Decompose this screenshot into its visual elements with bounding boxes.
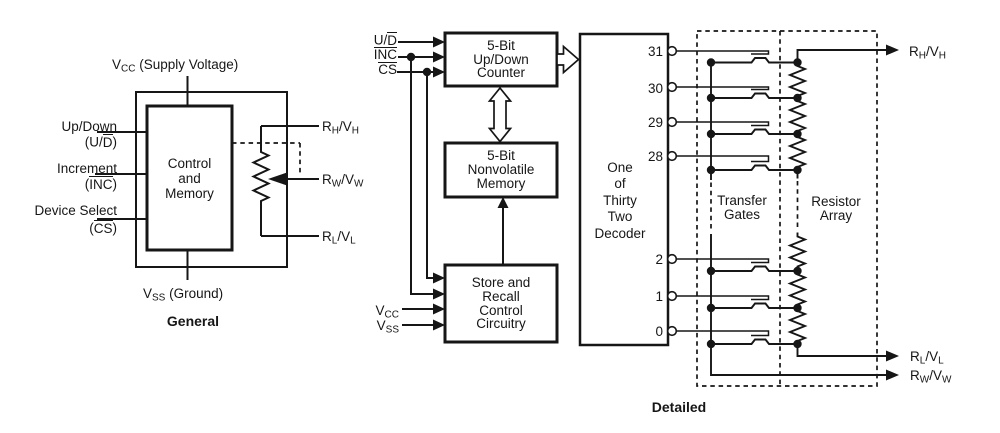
rl2-arrowhead <box>886 350 899 362</box>
rl2-pin-label: RL/VL <box>910 349 944 367</box>
decoder-label: One of Thirty Two Decoder <box>594 159 646 241</box>
decoder-output-circle-29 <box>666 116 678 128</box>
rh2-tap-wire <box>796 49 886 63</box>
transfer-gate-row-30 <box>676 86 802 103</box>
inc-input-label: INC <box>373 46 397 62</box>
transfer-gate-row-1 <box>676 295 802 313</box>
vss-ground-label: VSS (Ground) <box>143 286 224 304</box>
counter-label: 5-Bit Up/Down Counter <box>473 37 529 81</box>
decoder-output-0: 0 <box>655 324 663 339</box>
decoder-output-circle-2 <box>666 253 678 265</box>
potentiometer-resistor <box>251 126 271 236</box>
general-caption: General <box>166 313 220 329</box>
transfer-gate-row-0 <box>676 330 802 349</box>
inc-store-arrowhead <box>433 288 445 300</box>
ud-arrowhead <box>433 36 445 48</box>
vss2-label: VSS <box>376 318 399 336</box>
wiper-control-dashed-link <box>232 142 301 173</box>
vcc-supply-label: VCC (Supply Voltage) <box>112 57 239 75</box>
inc-arrowhead <box>433 51 445 63</box>
wiper-bus-bottom <box>710 234 886 376</box>
rw2-arrowhead <box>886 369 899 381</box>
counter-memory-bidir-arrow <box>487 86 513 143</box>
detailed-diagram-lines <box>397 30 899 387</box>
decoder-output-29: 29 <box>647 115 663 130</box>
counter-decoder-bus-arrow <box>556 44 580 75</box>
general-control-memory-box <box>145 104 234 252</box>
cs-branch-wire <box>426 72 434 279</box>
resistor-array-label: Resistor Array <box>811 194 861 223</box>
control-memory-label: Control and Memory <box>165 155 214 201</box>
rl2-tap-wire <box>796 344 886 357</box>
updown-pin-name: Up/Down <box>61 119 117 134</box>
rh2-arrowhead <box>886 44 899 56</box>
decoder-output-circle-1 <box>666 290 678 302</box>
rw2-pin-label: RW/VW <box>910 367 952 386</box>
transfer-gate-row-31 <box>676 50 802 67</box>
resistor-seg-5 <box>787 271 808 308</box>
resistor-seg-4 <box>787 232 808 271</box>
decoder-output-circle-28 <box>666 150 678 162</box>
resistor-seg-3 <box>787 134 808 170</box>
increment-pin-name: Increment <box>56 161 117 176</box>
decoder-output-1: 1 <box>655 289 663 304</box>
rh2-pin-label: RH/VH <box>909 43 946 62</box>
cs-input-label: CS <box>378 61 397 77</box>
general-diagram-lines <box>95 76 319 280</box>
decoder-box <box>578 32 670 347</box>
decoder-output-circle-31 <box>666 45 678 57</box>
store-recall-box <box>443 263 559 344</box>
decoder-output-30: 30 <box>647 80 663 96</box>
resistor-seg-6 <box>787 308 808 344</box>
cs-arrowhead <box>433 66 445 78</box>
transfer-gate-row-29 <box>676 121 802 139</box>
vss2-arrowhead <box>433 319 445 331</box>
wiper-arrow <box>268 172 287 186</box>
ud-input-label: U/D <box>373 32 397 48</box>
store-memory-arrowhead <box>497 197 509 208</box>
vcc2-arrowhead <box>433 303 445 315</box>
detailed-caption: Detailed <box>651 399 707 415</box>
memory-label: 5-Bit Nonvolatile Memory <box>467 148 535 191</box>
memory-box <box>443 141 559 199</box>
vcc2-label: VCC <box>375 302 399 321</box>
rl-pin-label: RL/VL <box>322 228 356 247</box>
device-select-pin-name: Device Select <box>34 203 117 218</box>
transfer-gate-row-2 <box>676 258 802 276</box>
sections-dashed-box <box>696 30 878 387</box>
inc-branch-wire <box>410 57 434 295</box>
decoder-output-28: 28 <box>647 149 663 164</box>
decoder-output-circle-0 <box>666 325 678 337</box>
rh-pin-label: RH/VH <box>322 118 359 137</box>
transfer-gate-row-28 <box>676 155 802 175</box>
decoder-output-2: 2 <box>655 252 663 267</box>
updown-pin-abbr: (U/D) <box>84 134 117 150</box>
increment-pin-abbr: (INC) <box>84 176 117 192</box>
resistor-seg-2 <box>787 98 808 134</box>
decoder-output-31: 31 <box>647 44 663 59</box>
device-select-pin-abbr: (CS) <box>89 220 117 236</box>
store-recall-label: Store and Recall Control Circuitry <box>471 274 531 332</box>
resistor-seg-1 <box>787 62 808 98</box>
cs-store-arrowhead <box>433 272 445 284</box>
transfer-gates-label: Transfer Gates <box>717 193 767 222</box>
rw-pin-label: RW/VW <box>322 171 364 190</box>
decoder-output-circle-30 <box>666 81 678 93</box>
